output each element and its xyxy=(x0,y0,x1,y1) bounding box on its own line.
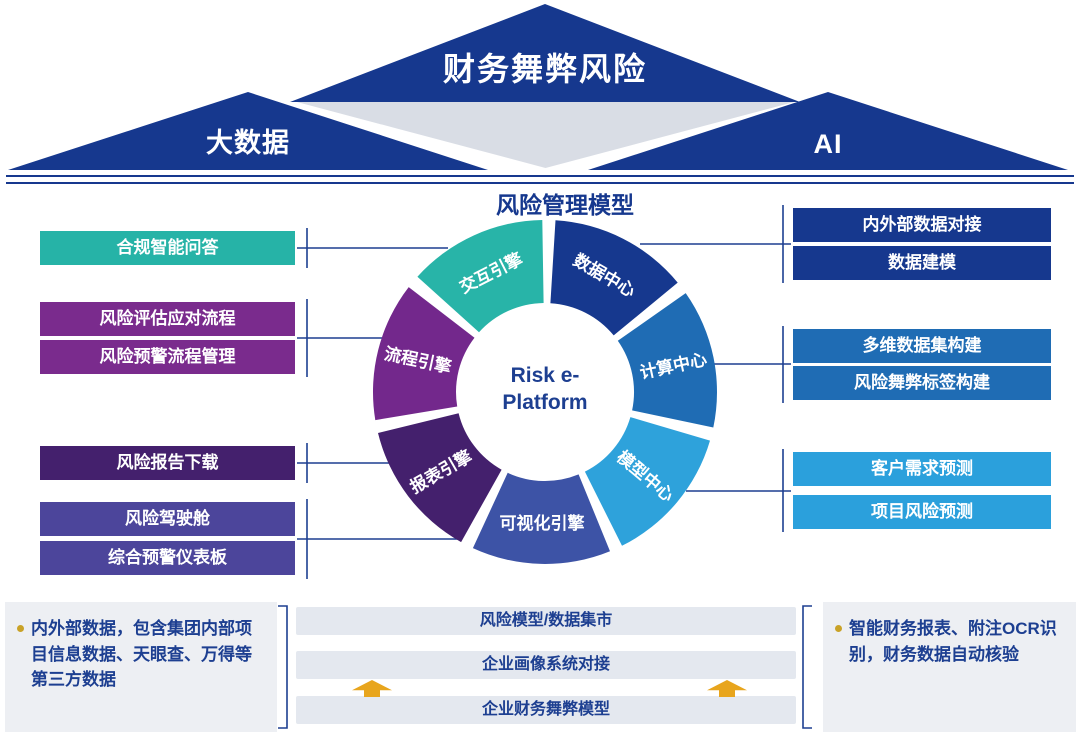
platform-name-line1: Risk e- xyxy=(510,364,580,387)
left-box-compliance-qa: 合规智能问答 xyxy=(40,231,295,265)
donut-segment-6 xyxy=(372,287,475,421)
donut-segment-label: 可视化引擎 xyxy=(500,513,586,533)
left-box-report-download: 风险报告下载 xyxy=(40,446,295,480)
bottom-bar-enterprise-profile: 企业画像系统对接 xyxy=(296,651,796,679)
left-box-risk-warning-flow: 风险预警流程管理 xyxy=(40,340,295,374)
note-left-text: 内外部数据，包含集团内部项目信息数据、天眼查、万得等第三方数据 xyxy=(31,619,252,689)
donut-segment-7 xyxy=(417,220,544,333)
bullet-dot xyxy=(17,625,24,632)
donut-segment-3 xyxy=(584,417,710,546)
pyramid-left-label: 大数据 xyxy=(206,128,290,158)
right-box-data-modeling: 数据建模 xyxy=(793,246,1051,280)
pyramid-main-label: 财务舞弊风险 xyxy=(442,51,647,87)
left-box-risk-assessment-flow: 风险评估应对流程 xyxy=(40,302,295,336)
platform-name-line2: Platform xyxy=(502,391,588,415)
pyramid-right-label: AI xyxy=(813,129,843,159)
divider-line-top xyxy=(6,175,1074,177)
divider-line-bottom xyxy=(6,182,1074,184)
right-box-fraud-labels: 风险舞弊标签构建 xyxy=(793,366,1051,400)
right-box-customer-forecast: 客户需求预测 xyxy=(793,452,1051,486)
connector-line xyxy=(802,605,812,729)
left-box-warning-dashboard: 综合预警仪表板 xyxy=(40,541,295,575)
donut-segment-4 xyxy=(472,472,610,564)
right-box-data-integration: 内外部数据对接 xyxy=(793,208,1051,242)
bottom-bar-risk-model-data-mart: 风险模型/数据集市 xyxy=(296,607,796,635)
section-title: 风险管理模型 xyxy=(496,192,634,218)
bullet-dot xyxy=(835,625,842,632)
right-box-project-risk-forecast: 项目风险预测 xyxy=(793,495,1051,529)
note-right-panel: 智能财务报表、附注OCR识别，财务数据自动核验 xyxy=(823,602,1076,732)
donut-segment-1 xyxy=(550,220,678,336)
note-right-text: 智能财务报表、附注OCR识别，财务数据自动核验 xyxy=(849,619,1057,664)
donut-segment-2 xyxy=(617,293,717,428)
left-box-risk-cockpit: 风险驾驶舱 xyxy=(40,502,295,536)
right-box-cube-building: 多维数据集构建 xyxy=(793,329,1051,363)
note-left-panel: 内外部数据，包含集团内部项目信息数据、天眼查、万得等第三方数据 xyxy=(5,602,277,732)
platform-name: Risk e- Platform xyxy=(460,362,630,417)
bottom-bar-fraud-model: 企业财务舞弊模型 xyxy=(296,696,796,724)
donut-segment-5 xyxy=(378,413,502,543)
connector-line xyxy=(278,605,288,729)
